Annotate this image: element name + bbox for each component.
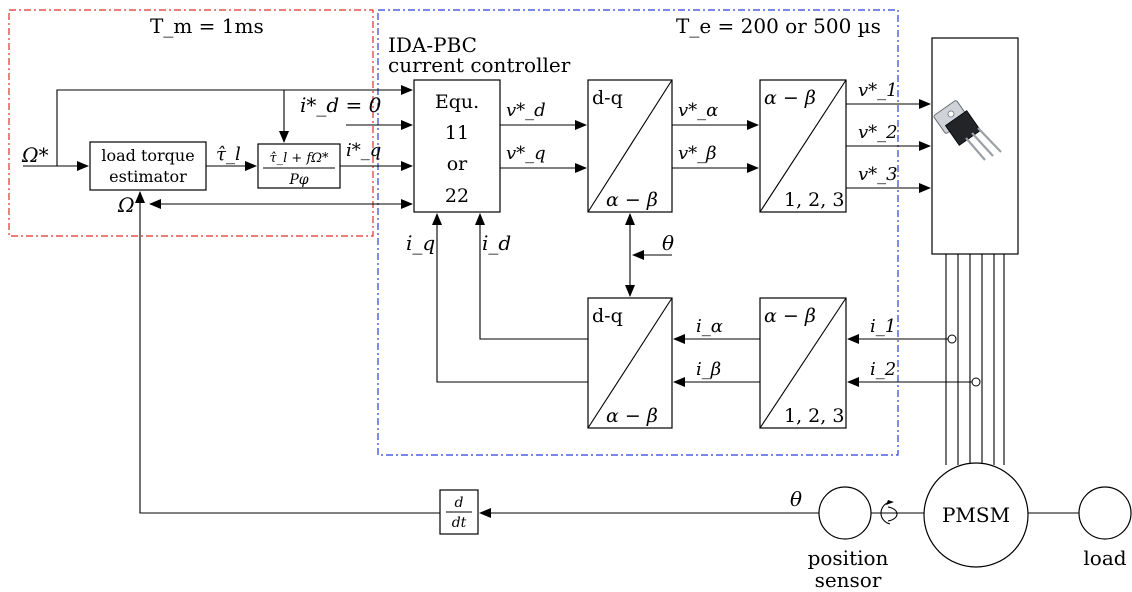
theta-label: θ: [662, 231, 674, 255]
dq-top-upper-label: d-q: [592, 87, 623, 109]
equ-label-4: 22: [445, 185, 469, 207]
derivative-denominator: dt: [452, 515, 467, 531]
transistor-icon: [933, 100, 1002, 161]
mechanical-loop-title: T_m = 1ms: [150, 14, 264, 38]
valpha-ref-label: v*_α: [678, 100, 718, 121]
current-loop-region: [377, 9, 899, 456]
pmsm-label: PMSM: [942, 503, 1010, 527]
vq-ref-label: v*_q: [506, 143, 546, 164]
load-torque-estimator-block: [89, 141, 207, 191]
equ-label-2: 11: [445, 122, 469, 144]
derivative-numerator: d: [455, 495, 464, 511]
ab-bottom-lower-label: 1, 2, 3: [784, 405, 844, 427]
dq-bottom-lower-label: α − β: [606, 405, 658, 427]
ab-top-upper-label: α − β: [764, 87, 816, 109]
position-sensor-label-2: sensor: [815, 568, 882, 592]
ab-bottom-diagonal: [759, 297, 847, 429]
equ-label-1: Equ.: [435, 91, 479, 113]
iq-ref-label: i*_q: [346, 140, 381, 161]
vbeta-ref-label: v*_β: [678, 143, 717, 164]
dq-top-lower-label: α − β: [606, 189, 658, 211]
load-torque-label-1: load torque: [101, 146, 194, 165]
dq-top-diagonal: [587, 79, 673, 213]
equ-label-3: or: [447, 153, 468, 175]
load-label: load: [1083, 546, 1126, 570]
pmsm-motor: [923, 462, 1029, 568]
position-sensor-label-1: position: [808, 546, 889, 570]
i1-label: i_1: [870, 316, 896, 337]
dq-bottom-diagonal: [587, 297, 673, 429]
controller-title-1: IDA-PBC: [388, 33, 477, 57]
current-loop-title: T_e = 200 or 500 µs: [676, 14, 881, 38]
coupling-arrowhead: [886, 500, 894, 505]
load-torque-label-2: estimator: [109, 167, 187, 186]
omega-ref-label: Ω*: [21, 143, 49, 167]
load-circle: [1078, 486, 1132, 540]
controller-title-2: current controller: [388, 53, 571, 77]
iq-reference-block: [257, 143, 341, 189]
iq-feedback: [432, 213, 588, 383]
theta-sensor-label: θ: [790, 487, 802, 511]
omega-ref-to-equ: [56, 85, 413, 166]
position-sensor-circle: [818, 486, 872, 540]
mechanical-loop-region: [8, 9, 374, 237]
i2-label: i_2: [870, 359, 896, 380]
inverter-block: [931, 37, 1019, 255]
i1-tap: [947, 334, 957, 344]
dq-bottom-upper-label: d-q: [592, 305, 623, 327]
iq-ref-numerator: τ̂_l + fΩ*: [269, 151, 329, 166]
omega-feedback: [135, 191, 440, 514]
coupling-arc-right: [887, 506, 898, 522]
omega-label: Ω: [117, 193, 135, 217]
v3-ref-label: v*_3: [858, 164, 898, 185]
vd-ref-label: v*_d: [506, 100, 546, 121]
v2-ref-label: v*_2: [858, 122, 898, 143]
id-feedback: [475, 213, 588, 340]
i-alpha-label: i_α: [696, 316, 723, 337]
v1-ref-label: v*_1: [858, 80, 898, 101]
iq-ref-denominator: Pφ: [288, 172, 308, 188]
i-beta-label: i_β: [696, 359, 721, 380]
iq-feedback-label: i_q: [406, 231, 435, 255]
id-ref-label: i*_d = 0: [300, 93, 382, 117]
id-feedback-label: i_d: [482, 231, 511, 255]
tau-hat-label: τ̂_l: [216, 144, 241, 165]
ab-bottom-upper-label: α − β: [764, 305, 816, 327]
ab-top-diagonal: [759, 79, 847, 213]
i2-tap: [971, 377, 981, 387]
ab-top-lower-label: 1, 2, 3: [784, 189, 844, 211]
equation-block: [413, 79, 501, 213]
